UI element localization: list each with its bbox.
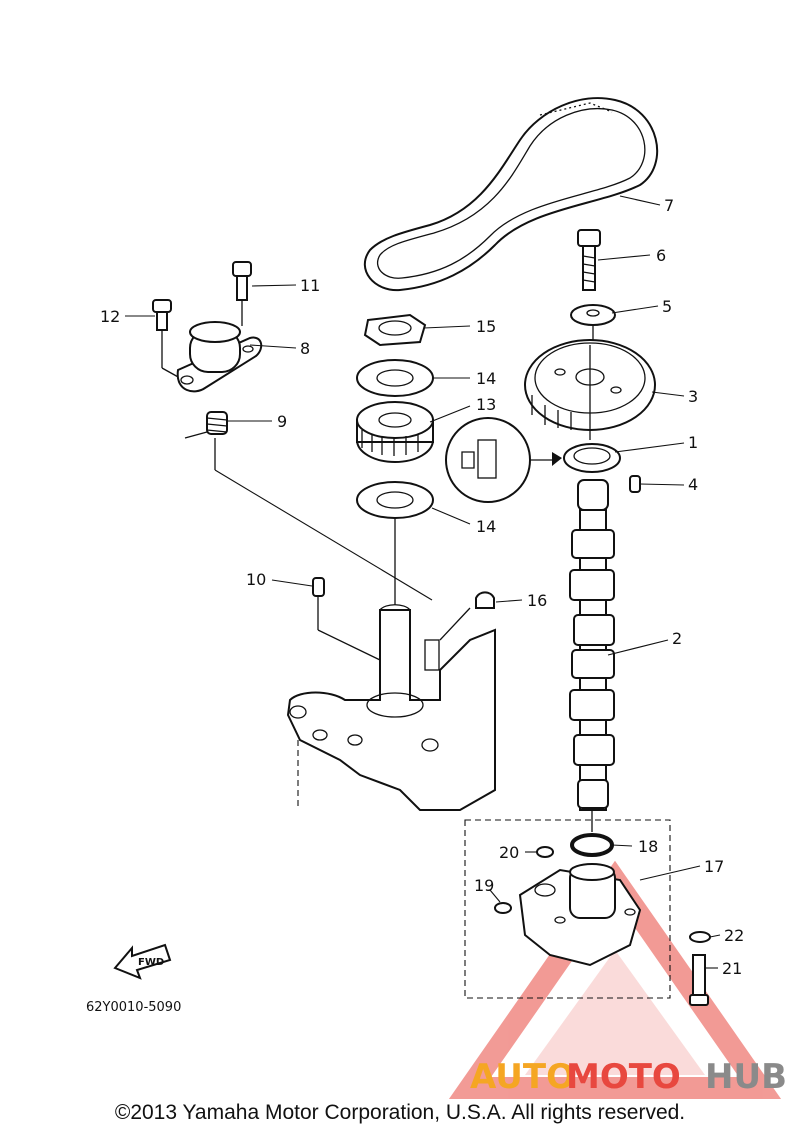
forward-arrow: FWD	[113, 943, 172, 980]
bolt-small	[232, 261, 252, 326]
camshaft-sprocket	[524, 339, 656, 440]
part-number-label: 3	[688, 387, 698, 406]
seal-detail-inset	[445, 417, 562, 503]
leader-lines	[125, 195, 721, 969]
part-number-labels: 1 2 3 4 5 6 7 8 9 10 11 12 13 14 14 15 1…	[100, 196, 744, 978]
part-number-label: 10	[246, 570, 266, 589]
part-number-label: 1	[688, 433, 698, 452]
part-number-label: 19	[474, 876, 494, 895]
woodruff-key	[439, 591, 495, 641]
part-number-label: 17	[704, 857, 724, 876]
part-number-label: 22	[724, 926, 744, 945]
engine-block	[286, 604, 496, 811]
nut	[363, 313, 427, 347]
washer	[570, 304, 616, 345]
dowel-pin	[629, 475, 641, 493]
copyright-notice: ©2013 Yamaha Motor Corporation, U.S.A. A…	[114, 1101, 686, 1124]
part-number-label: 14	[476, 517, 496, 536]
part-number-label: 20	[499, 843, 519, 862]
thrust-washer-upper	[356, 359, 434, 397]
part-number-label: 12	[100, 307, 120, 326]
bolt	[577, 229, 601, 291]
small-washer	[689, 931, 711, 943]
part-number-label: 11	[300, 276, 320, 295]
drawing-code: 62Y0010-5090	[86, 1000, 181, 1015]
oil-seal	[563, 443, 621, 473]
part-number-label: 16	[527, 591, 547, 610]
part-number-label: 21	[722, 959, 742, 978]
long-bolt	[689, 954, 709, 1006]
part-number-label: 15	[476, 317, 496, 336]
part-number-label: 13	[476, 395, 496, 414]
part-number-label: 8	[300, 339, 310, 358]
gear	[356, 401, 434, 463]
camshaft	[569, 479, 615, 832]
thrust-washer-lower	[356, 481, 434, 605]
bolt-short	[152, 299, 181, 379]
watermark-auto: AUTO	[470, 1057, 575, 1097]
spring	[184, 411, 433, 601]
part-number-label: 7	[664, 196, 674, 215]
part-number-label: 6	[656, 246, 666, 265]
tensioner	[176, 321, 263, 393]
oil-pump-box	[464, 819, 671, 999]
o-ring	[570, 833, 614, 857]
watermark-moto: MOTO	[566, 1057, 681, 1097]
fwd-label: FWD	[138, 957, 164, 968]
watermark-text: AUTO MOTO HUB	[470, 1057, 787, 1097]
dowel-pin-small	[312, 577, 381, 661]
part-number-label: 9	[277, 412, 287, 431]
watermark-logo	[448, 860, 782, 1099]
part-number-label: 14	[476, 369, 496, 388]
part-number-label: 2	[672, 629, 682, 648]
part-number-label: 4	[688, 475, 698, 494]
watermark-hub: HUB	[705, 1057, 787, 1097]
part-number-label: 5	[662, 297, 672, 316]
timing-belt	[363, 97, 659, 292]
oil-pump	[518, 863, 642, 967]
small-o-ring	[494, 846, 554, 914]
part-number-label: 18	[638, 837, 658, 856]
